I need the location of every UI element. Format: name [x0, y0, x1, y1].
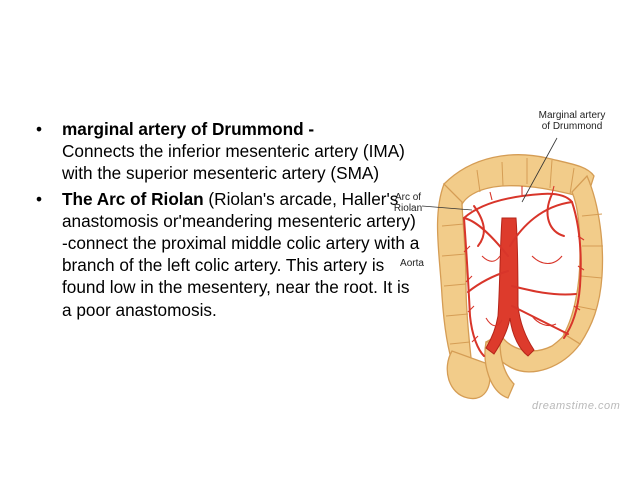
descending-colon — [563, 174, 604, 345]
label-arc-of-riolan: Arc of Riolan — [386, 192, 430, 214]
rectum — [484, 341, 515, 399]
label-arc-line1: Arc of — [394, 192, 422, 203]
label-marginal-artery: Marginal artery of Drummond — [522, 110, 622, 132]
small-vessels — [463, 185, 585, 343]
watermark: dreamstime.com — [532, 400, 621, 412]
label-arc-line2: Riolan — [393, 203, 423, 214]
leader-lines — [421, 137, 558, 211]
label-marginal-line1: Marginal artery — [538, 110, 606, 121]
haustra — [441, 158, 603, 345]
label-aorta: Aorta — [400, 258, 424, 269]
bullet-title: marginal artery of Drummond - — [62, 119, 315, 139]
bullet-riolan: • The Arc of Riolan (Riolan's arcade, Ha… — [36, 188, 421, 321]
colon — [436, 154, 604, 400]
colon-artery-illustration: Marginal artery of Drummond Arc of Riola… — [382, 106, 632, 426]
bullet-body: (Riolan's arcade, Haller's anastomosis o… — [62, 188, 420, 320]
cecum — [446, 350, 491, 400]
bullet-title: The Arc of Riolan — [62, 188, 204, 209]
bullet-list: • marginal artery of Drummond - Connects… — [36, 118, 421, 324]
bullet-drummond: • marginal artery of Drummond - Connects… — [36, 118, 421, 185]
arteries — [463, 192, 582, 357]
bullet-body: Connects the inferior mesenteric artery … — [62, 141, 405, 184]
aorta-vessel — [485, 217, 535, 357]
bullet-marker: • — [36, 188, 43, 209]
label-marginal-line2: of Drummond — [541, 121, 603, 132]
colon-illustration-svg — [421, 137, 604, 400]
bullet-marker: • — [36, 119, 43, 139]
